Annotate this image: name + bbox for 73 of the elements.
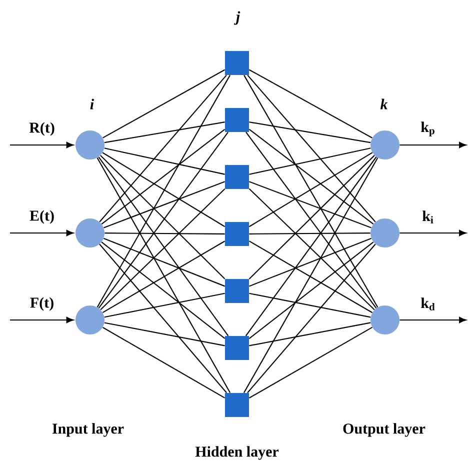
connection-line xyxy=(101,128,226,224)
connection-line xyxy=(248,69,372,138)
connection-line xyxy=(100,188,226,310)
layer-label: Output layer xyxy=(343,423,426,437)
connection-line xyxy=(104,232,225,234)
connection-line xyxy=(248,242,374,339)
neuron-circle xyxy=(76,130,104,160)
connection-line xyxy=(102,69,226,138)
connection-line xyxy=(96,74,230,308)
arrow xyxy=(10,142,74,148)
connection-line xyxy=(100,154,226,280)
edge-label: R(t) xyxy=(29,122,54,136)
arrow xyxy=(400,316,466,324)
connection-line xyxy=(101,242,226,339)
connection-line xyxy=(248,326,373,398)
connection-line xyxy=(99,244,227,394)
connection-line xyxy=(248,188,375,310)
connection-line xyxy=(104,148,225,175)
neuron-square xyxy=(225,279,249,303)
edge-label: F(t) xyxy=(30,297,54,311)
neuron-square xyxy=(225,51,249,75)
connection-line xyxy=(98,156,229,336)
neuron-circle xyxy=(370,306,400,334)
layer-label: Input layer xyxy=(52,423,124,437)
connection-line xyxy=(103,238,225,287)
neuron-square xyxy=(225,165,249,189)
neuron-square xyxy=(225,222,249,246)
connection-line xyxy=(249,181,372,228)
index-label: k xyxy=(380,98,388,110)
connection-line xyxy=(246,132,377,308)
connection-line xyxy=(102,326,226,398)
arrow xyxy=(10,316,74,324)
connection-line xyxy=(248,154,375,280)
connection-line xyxy=(98,132,228,308)
neuron-square xyxy=(225,108,249,132)
index-label: j xyxy=(234,11,240,25)
connection-line xyxy=(249,122,371,144)
edge-label: k$_{d}$ xyxy=(421,298,435,310)
neuron-square xyxy=(225,393,249,417)
arrow xyxy=(10,230,74,236)
connection-line xyxy=(248,152,373,228)
connection-line xyxy=(249,232,370,234)
layer-label: Hidden layer xyxy=(195,446,279,460)
connection-line xyxy=(245,156,377,336)
neuron-circle xyxy=(370,218,400,248)
connection-line xyxy=(104,322,225,346)
index-label: i xyxy=(90,98,94,110)
connection-line xyxy=(244,74,378,308)
connection-line xyxy=(102,240,226,314)
neuron-circle xyxy=(76,218,104,248)
connection-line xyxy=(243,158,378,394)
arrow xyxy=(400,230,466,236)
connection-line xyxy=(248,128,374,225)
connection-line xyxy=(102,152,226,228)
edge-label: k$_{p}$ xyxy=(421,122,434,136)
edge-label: k$_{i}$ xyxy=(422,210,434,224)
connection-line xyxy=(104,122,225,144)
connection-line xyxy=(247,244,376,394)
neuron-circle xyxy=(76,306,104,334)
edge-label: E(t) xyxy=(30,210,54,224)
arrow xyxy=(400,142,466,148)
connection-line xyxy=(104,181,225,228)
neuron-square xyxy=(225,336,249,360)
neuron-circle xyxy=(370,130,400,160)
connection-line xyxy=(247,74,376,222)
connection-line xyxy=(249,148,371,175)
connection-line xyxy=(104,292,225,318)
connection-line xyxy=(249,322,371,346)
connection-line xyxy=(96,158,231,394)
connection-line xyxy=(249,238,372,287)
connection-line xyxy=(99,74,227,222)
connection-line xyxy=(248,240,373,314)
connection-line xyxy=(249,292,371,318)
